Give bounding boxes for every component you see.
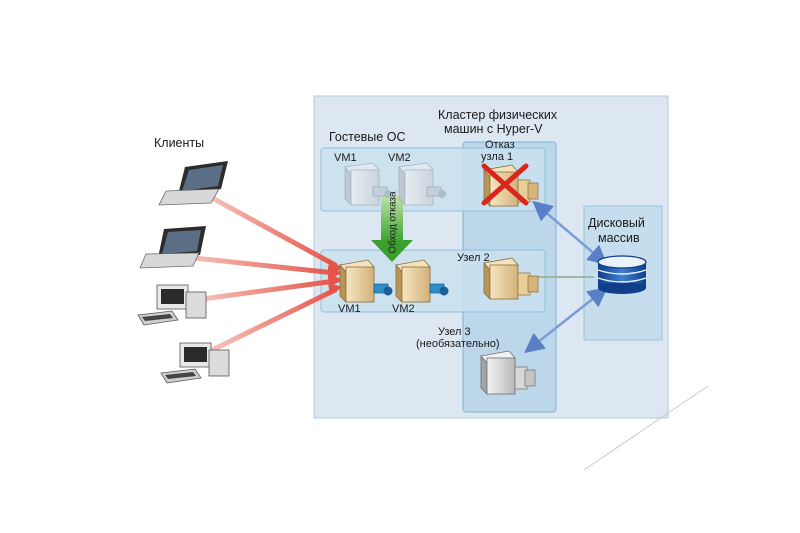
- guest-os-label: Гостевые ОС: [329, 130, 406, 144]
- node1-label-line1: Отказ: [485, 139, 515, 151]
- node3-label-line2: (необязательно): [416, 338, 500, 350]
- decorative-line: [583, 385, 709, 471]
- faded-vm1-label: VM1: [334, 152, 357, 164]
- failover-label: Обход отказа: [387, 191, 399, 254]
- faded-vm2-server-icon: [398, 162, 446, 206]
- clients-label: Клиенты: [154, 136, 205, 150]
- laptop-icon-1: [158, 161, 228, 206]
- desktop-icon-1: [137, 284, 207, 326]
- cluster-title-line2: машин с Hyper-V: [444, 122, 543, 136]
- node1-label-line2: узла 1: [481, 151, 514, 163]
- active-vm2-label: VM2: [392, 303, 415, 315]
- node2-label: Узел 2: [457, 252, 490, 264]
- desktop-icon-2: [160, 342, 230, 384]
- failover-arrow: [371, 196, 413, 262]
- storage-arrows: [524, 200, 608, 354]
- disk-array-icon: [597, 255, 647, 294]
- fail-cross-icon: [481, 163, 529, 206]
- vm1-server-icon: [339, 259, 393, 303]
- faded-vm2-label: VM2: [388, 152, 411, 164]
- client-arrows: [182, 191, 343, 354]
- vm2-server-icon: [395, 259, 449, 303]
- storage-label-line1: Дисковый: [588, 216, 645, 230]
- storage-label-line2: массив: [598, 231, 640, 245]
- cluster-title-line1: Кластер физических: [438, 108, 558, 122]
- node3-label-line1: Узел 3: [438, 326, 471, 338]
- faded-vm1-server-icon: [344, 162, 392, 206]
- laptop-icon-2: [139, 226, 206, 269]
- node2-server-icon: [483, 257, 539, 300]
- active-vm1-label: VM1: [338, 303, 361, 315]
- node3-server-icon: [480, 350, 536, 395]
